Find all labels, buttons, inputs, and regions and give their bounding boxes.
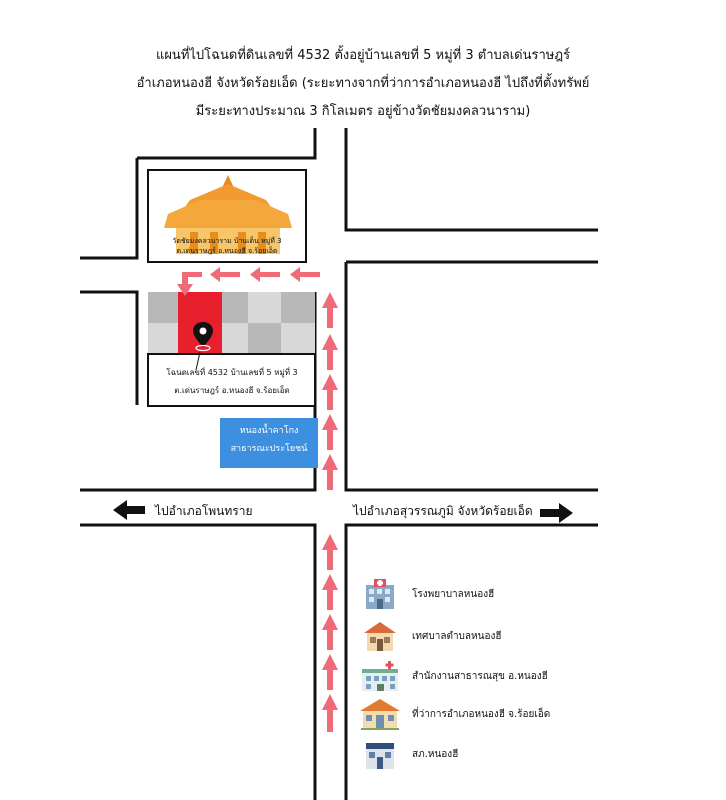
district-office-icon — [360, 699, 400, 730]
legend-item-health-office: สำนักงานสาธารณสุข อ.หนองฮี — [358, 658, 548, 694]
road-label-right: ไปอำเภอสุวรรณภูมิ จังหวัดร้อยเอ็ด — [353, 504, 533, 518]
legend-label-hospital: โรงพยาบาลหนองฮี — [412, 588, 495, 600]
pond-label-line-1: หนองน้ำคาโกง — [239, 426, 299, 436]
route-arrow-left-2 — [250, 267, 280, 282]
route-arrow-up-7 — [322, 414, 338, 450]
legend-label-municipal-office: เทศบาลตำบลหนองฮี — [412, 630, 502, 642]
police-station-icon — [366, 743, 394, 769]
plot-label-box — [147, 353, 316, 407]
route-arrow-up-3 — [322, 614, 338, 650]
route-arrow-corner — [177, 272, 202, 296]
route-arrow-up-1 — [322, 694, 338, 732]
road-edge-upper-left — [80, 158, 139, 260]
legend-label-health-office: สำนักงานสาธารณสุข อ.หนองฮี — [412, 670, 548, 682]
road-edge-bottom-right — [344, 523, 598, 800]
pin-pointer-line — [195, 351, 201, 371]
legend-item-hospital: โรงพยาบาลหนองฮี — [358, 576, 494, 612]
temple-label-line-2: ต.เด่นราษฎร์ อ.หนองฮี จ.ร้อยเอ็ด — [176, 247, 278, 255]
legend-item-police-station: สภ.หนองฮี — [358, 736, 458, 772]
pond-label-line-2: สาธารณะประโยชน์ — [230, 444, 308, 454]
map-title-line-1: แผนที่ไปโฉนดที่ดินเลขที่ 4532 ตั้งอยู่บ้… — [155, 48, 571, 63]
route-arrow-up-2 — [322, 654, 338, 690]
hospital-icon — [366, 579, 394, 609]
plot-label-line-1: โฉนดเลขที่ 4532 บ้านเลขที่ 5 หมู่ที่ 3 — [166, 368, 298, 377]
legend-item-district-office: ที่ว่าการอำเภอหนองฮี จ.ร้อยเอ็ด — [358, 696, 550, 732]
route-arrows — [177, 267, 338, 732]
route-arrow-up-4 — [322, 574, 338, 610]
route-arrow-up-9 — [322, 334, 338, 370]
road-edge-mid-left — [80, 290, 139, 405]
road-edge-bottom-left — [80, 523, 317, 800]
route-arrow-up-8 — [322, 374, 338, 410]
map-title-line-3: มีระยะทางประมาณ 3 กิโลเมตร อยู่ข้างวัดชั… — [195, 104, 531, 119]
arrow-right-icon — [540, 503, 573, 523]
route-arrow-up-6 — [322, 454, 338, 490]
road-edge-top-left — [137, 128, 317, 160]
route-arrow-up-5 — [322, 534, 338, 570]
health-office-icon — [362, 661, 398, 691]
legend-item-municipal-office: เทศบาลตำบลหนองฮี — [358, 618, 501, 654]
municipal-office-icon — [364, 622, 396, 651]
location-pin-icon — [193, 322, 213, 352]
temple-label-line-1: วัดชัยมงคลวนาราม บ้านเด็น หมู่ที่ 3 — [172, 237, 282, 245]
road-edge-top-right — [344, 128, 598, 232]
route-arrow-left-1 — [290, 267, 320, 282]
public-pond: หนองน้ำคาโกง สาธารณะประโยชน์ — [220, 418, 318, 468]
plot-grid — [148, 292, 315, 354]
arrow-left-icon — [113, 500, 145, 520]
road-edge-inner-right — [344, 262, 598, 492]
map-title-line-2: อำเภอหนองฮี จังหวัดร้อยเอ็ด (ระยะทางจากท… — [136, 76, 590, 91]
road-outlines — [80, 128, 598, 800]
route-arrow-left-3 — [210, 267, 240, 282]
road-label-left: ไปอำเภอโพนทราย — [155, 504, 253, 518]
route-arrow-up-10 — [322, 292, 338, 328]
legend-label-district-office: ที่ว่าการอำเภอหนองฮี จ.ร้อยเอ็ด — [412, 708, 551, 720]
temple-icon — [164, 175, 292, 254]
legend-label-police-station: สภ.หนองฮี — [412, 748, 459, 760]
plot-label-line-2: ต.เด่นราษฎร์ อ.หนองฮี จ.ร้อยเอ็ด — [174, 386, 290, 395]
